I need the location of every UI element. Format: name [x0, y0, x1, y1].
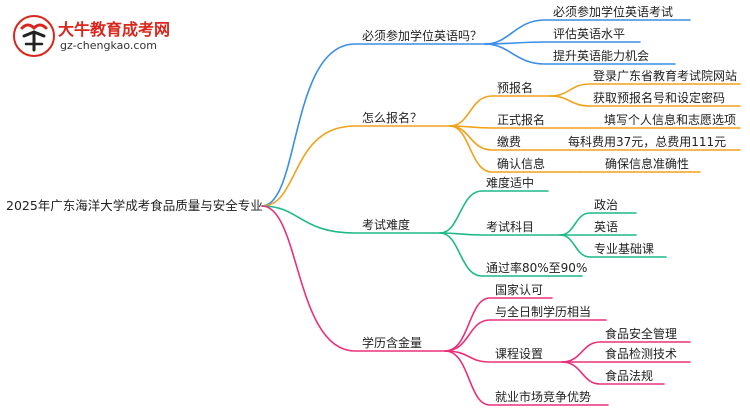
node-confirm-info: 确认信息	[497, 157, 546, 171]
branch-english-requirement: 必须参加学位英语吗？	[362, 29, 483, 43]
connector-register-pre	[449, 95, 551, 127]
leaf-politics: 政治	[594, 198, 619, 212]
leaf-major-basic: 专业基础课	[594, 242, 655, 256]
connector-subject-3	[559, 234, 667, 258]
leaf-equal-fulltime: 与全日制学历相当	[495, 305, 592, 319]
leaf-english-improve: 提升英语能力机会	[553, 49, 650, 63]
ox-logo-icon	[13, 15, 55, 57]
connector-value-3	[444, 350, 563, 363]
connector-english-2	[484, 41, 641, 45]
connector-root-value	[261, 205, 446, 352]
leaf-food-safety-mgmt: 食品安全管理	[605, 327, 678, 341]
connector-difficulty-1	[439, 190, 549, 234]
logo-site-name: 大牛教育成考网	[58, 20, 171, 39]
branch-registration: 怎么报名？	[362, 111, 423, 125]
node-formal-registration: 正式报名	[497, 113, 546, 127]
connector-root-english	[261, 43, 486, 207]
connector-english-3	[484, 43, 676, 65]
connector-value-1	[444, 297, 553, 352]
site-logo[interactable]: 大牛教育成考网 gz-chengkao.com	[12, 12, 182, 62]
connector-pre-1	[549, 83, 741, 97]
connector-difficulty-2	[439, 232, 561, 236]
leaf-english-exam: 必须参加学位英语考试	[553, 5, 674, 19]
connector-register-confirm	[449, 125, 581, 173]
connector-pre-2	[549, 95, 741, 107]
connector-value-4	[444, 350, 609, 406]
connector-root-difficulty	[261, 205, 441, 234]
mindmap-root: 2025年广东海洋大学成考食品质量与安全专业	[6, 198, 263, 213]
leaf-food-testing: 食品检测技术	[605, 347, 678, 361]
leaf-get-number: 获取预报名号和设定密码	[593, 91, 726, 105]
node-payment: 缴费	[497, 135, 522, 149]
logo-url: gz-chengkao.com	[60, 39, 157, 52]
node-pre-registration: 预报名	[497, 81, 534, 95]
leaf-english-assess: 评估英语水平	[553, 27, 626, 41]
node-courses: 课程设置	[495, 347, 544, 361]
leaf-food-law: 食品法规	[605, 369, 654, 383]
leaf-national-recognition: 国家认可	[495, 283, 544, 297]
leaf-english: 英语	[594, 220, 619, 234]
branch-difficulty: 考试难度	[362, 218, 411, 232]
leaf-login-website: 登录广东省教育考试院网站	[593, 69, 738, 83]
connector-difficulty-3	[439, 232, 583, 277]
leaf-moderate: 难度适中	[486, 176, 535, 190]
connector-root-register	[261, 125, 451, 207]
node-subjects: 考试科目	[486, 220, 535, 234]
connector-course-3	[561, 361, 665, 385]
branch-degree-value: 学历含金量	[362, 336, 423, 350]
leaf-ensure-accuracy: 确保信息准确性	[605, 157, 690, 171]
leaf-fill-info: 填写个人信息和志愿选项	[604, 113, 737, 127]
leaf-job-advantage: 就业市场竞争优势	[495, 390, 592, 404]
leaf-pass-rate: 通过率80%至90%	[486, 261, 588, 275]
connector-value-2	[444, 319, 607, 352]
leaf-fee-detail: 每科费用37元，总费用111元	[568, 135, 727, 149]
